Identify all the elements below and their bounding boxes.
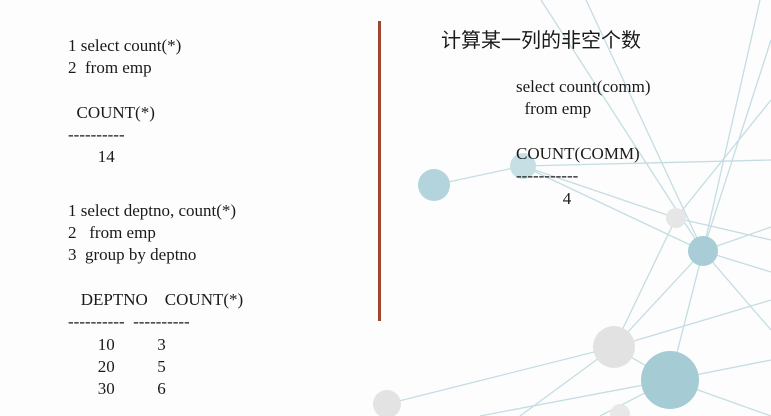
group-result-separator: ---------- ---------- [68,312,190,331]
right-result-header: COUNT(COMM) [516,144,640,163]
group-query-line-1: 1 select deptno, count(*) [68,201,237,220]
group-result-row: 30 6 [68,379,166,398]
right-query-line-2: from emp [516,99,592,118]
left-result-header: COUNT(*) [68,103,155,122]
left-result-value: 14 [68,147,115,166]
left-query-line-2: 2 from emp [68,58,152,77]
group-result-row: 20 5 [68,357,166,376]
network-lines [386,0,771,416]
group-result-header: DEPTNO COUNT(*) [68,290,244,309]
group-query-line-2: 2 from emp [68,223,156,242]
right-result-value: 4 [516,189,572,208]
group-result-row: 10 3 [68,335,166,354]
network-nodes [373,153,718,416]
vertical-divider [378,21,381,321]
right-query-line-1: select count(comm) [516,77,651,96]
right-result-separator: ----------- [516,166,579,185]
left-query-line-1: 1 select count(*) [68,36,182,55]
group-query-line-3: 3 group by deptno [68,245,197,264]
slide-title: 计算某一列的非空个数 [441,28,641,52]
left-result-separator: ---------- [68,125,125,144]
